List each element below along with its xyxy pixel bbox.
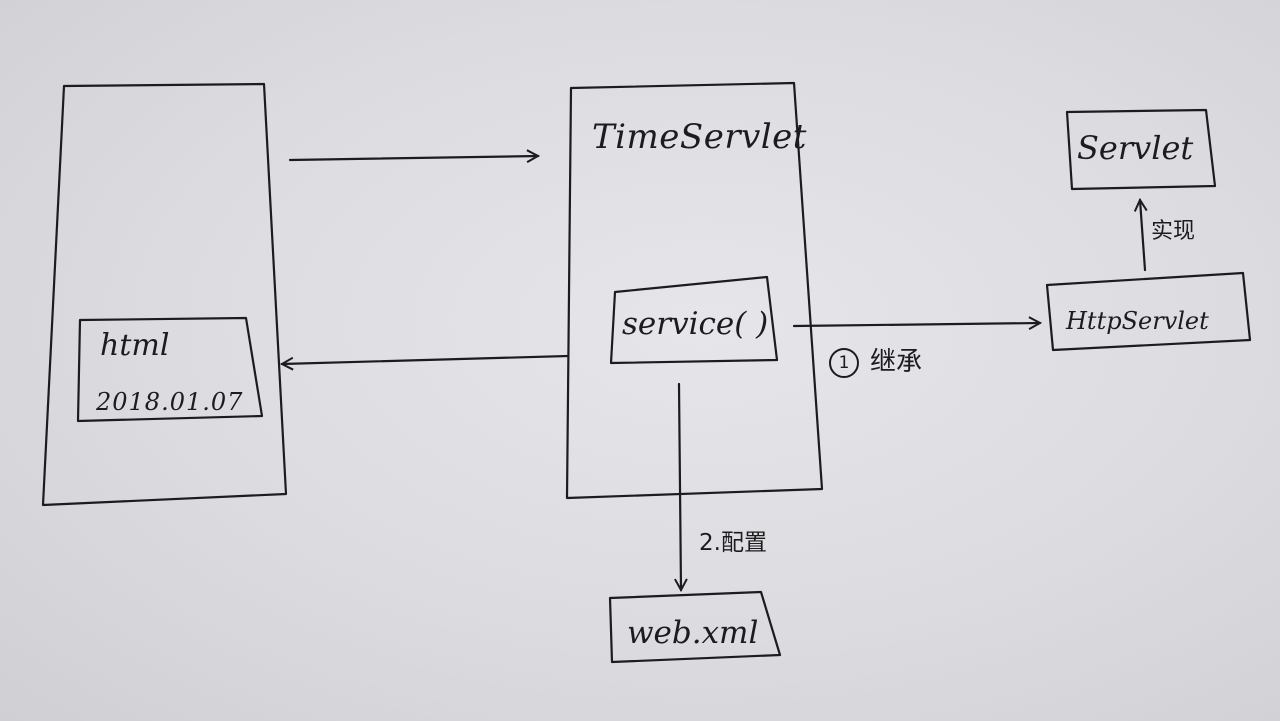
response-arrow — [282, 354, 570, 364]
inherit-step-number: 1 — [829, 348, 859, 378]
http-servlet-box — [1045, 271, 1252, 352]
service-box — [609, 275, 779, 365]
service-label: service( ) — [622, 306, 769, 342]
servlet-label: Servlet — [1077, 129, 1194, 167]
implement-label: 实现 — [1151, 219, 1196, 244]
browser-box — [41, 82, 288, 507]
servlet-box — [1065, 108, 1217, 191]
web-xml-box — [608, 590, 782, 664]
request-arrow — [288, 156, 538, 160]
time-servlet-box — [565, 81, 824, 500]
implement-arrow — [1140, 200, 1145, 272]
inherit-arrow — [792, 323, 1040, 326]
html-result-box — [76, 316, 264, 423]
html-label: html — [100, 328, 170, 363]
config-label: 2.配置 — [699, 530, 767, 556]
http-servlet-label: HttpServlet — [1066, 307, 1209, 335]
time-servlet-label: TimeServlet — [592, 117, 807, 157]
web-xml-label: web.xml — [627, 615, 759, 651]
inherit-label: 继承 — [870, 347, 923, 377]
config-arrow — [679, 382, 681, 590]
date-label: 2018.01.07 — [96, 388, 244, 416]
